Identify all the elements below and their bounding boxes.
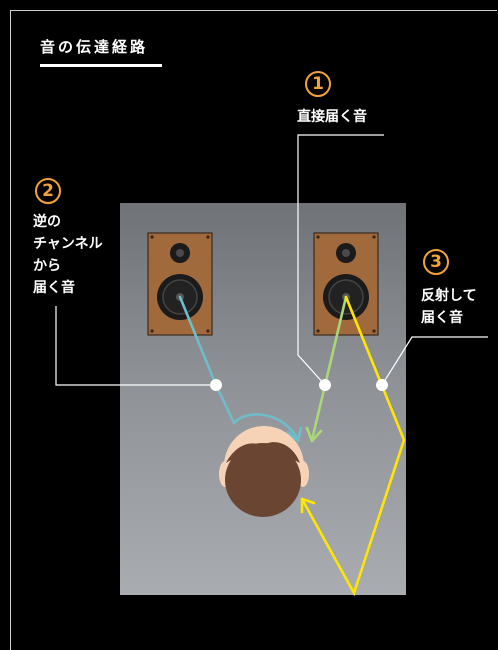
callout-3-badge: 3 xyxy=(423,249,449,275)
callout-1-label: 直接届く音 xyxy=(297,109,367,125)
leader-line-2 xyxy=(55,306,216,386)
reflection-path-arrowhead xyxy=(300,497,316,514)
opposite-channel-path xyxy=(178,295,300,442)
listener-head-icon xyxy=(219,426,309,517)
left-speaker-icon xyxy=(147,232,213,336)
callout-3-label: 反射して 届く音 xyxy=(421,288,477,326)
marker-dot-3 xyxy=(376,379,388,391)
title-underline xyxy=(40,64,162,67)
page-title: 音の伝達経路 xyxy=(40,38,149,56)
right-speaker-icon xyxy=(313,232,379,336)
reflection-path xyxy=(300,295,406,597)
leader-line-1 xyxy=(297,134,384,386)
callout-2-badge: 2 xyxy=(35,178,61,204)
callout-1-badge: 1 xyxy=(305,71,331,97)
direct-path xyxy=(310,295,348,442)
opposite-channel-arrowhead xyxy=(286,426,303,443)
marker-dot-2 xyxy=(210,379,222,391)
leader-line-3 xyxy=(381,336,488,386)
direct-path-arrowhead xyxy=(305,426,323,443)
callout-2-label: 逆の チャンネル から 届く音 xyxy=(33,214,103,296)
marker-dot-1 xyxy=(319,379,331,391)
outer-frame xyxy=(10,10,497,650)
